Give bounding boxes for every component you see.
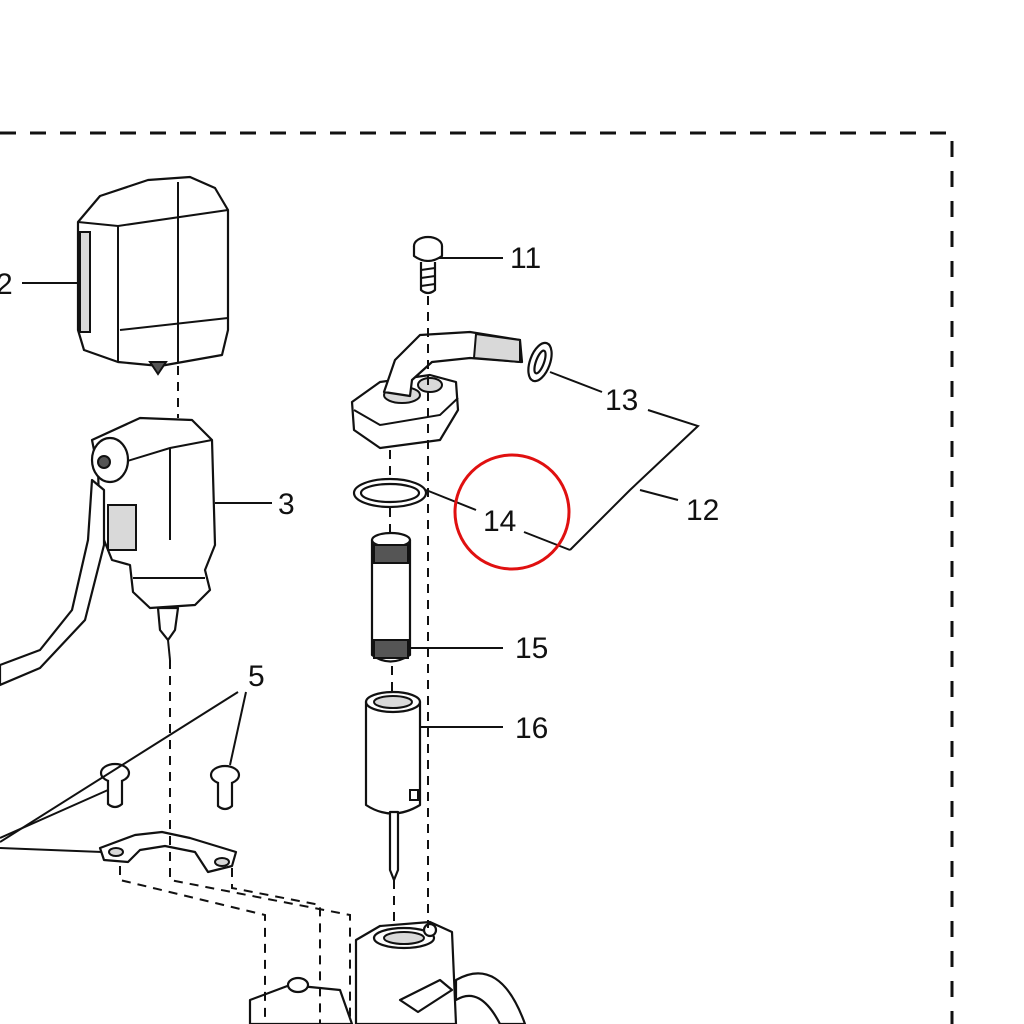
alignment-dash bbox=[119, 866, 266, 1024]
part-14-o-ring bbox=[352, 477, 428, 509]
leader-line-12 bbox=[639, 489, 679, 501]
part-11-screw bbox=[412, 235, 444, 295]
carburetor-body bbox=[248, 920, 527, 1024]
callout-label-11: 11 bbox=[510, 242, 541, 275]
part-12-pipe-assembly bbox=[350, 330, 553, 450]
callout-label-13: 13 bbox=[605, 384, 638, 417]
highlight-circle bbox=[453, 453, 571, 571]
callout-label-14: 14 bbox=[483, 505, 516, 538]
alignment-dash bbox=[169, 660, 351, 1024]
leader-line-5d bbox=[0, 847, 103, 853]
callout-label-3: 3 bbox=[278, 488, 295, 521]
leader-line-13b bbox=[569, 409, 700, 551]
callout-label-5: 5 bbox=[248, 660, 265, 693]
leader-line-14 bbox=[425, 489, 477, 511]
callout-label-12: 12 bbox=[686, 494, 719, 527]
part-15-filter bbox=[370, 531, 412, 663]
callout-label-16: 16 bbox=[515, 712, 548, 745]
part-3-solenoid bbox=[0, 416, 217, 687]
leader-line-5c bbox=[0, 789, 109, 839]
callout-label-15: 15 bbox=[515, 632, 548, 665]
part-16-holder bbox=[364, 690, 422, 882]
leader-line-13 bbox=[549, 371, 603, 393]
dashed-frame bbox=[0, 131, 954, 1024]
leader-line-5b bbox=[0, 691, 239, 843]
callout-label-2: 2 bbox=[0, 268, 13, 301]
part-5-screws-plate bbox=[98, 762, 241, 874]
leader-line-5 bbox=[229, 691, 247, 766]
leader-line-14b bbox=[523, 531, 571, 551]
alignment-dash bbox=[231, 868, 321, 1024]
part-2-cover bbox=[76, 175, 230, 376]
